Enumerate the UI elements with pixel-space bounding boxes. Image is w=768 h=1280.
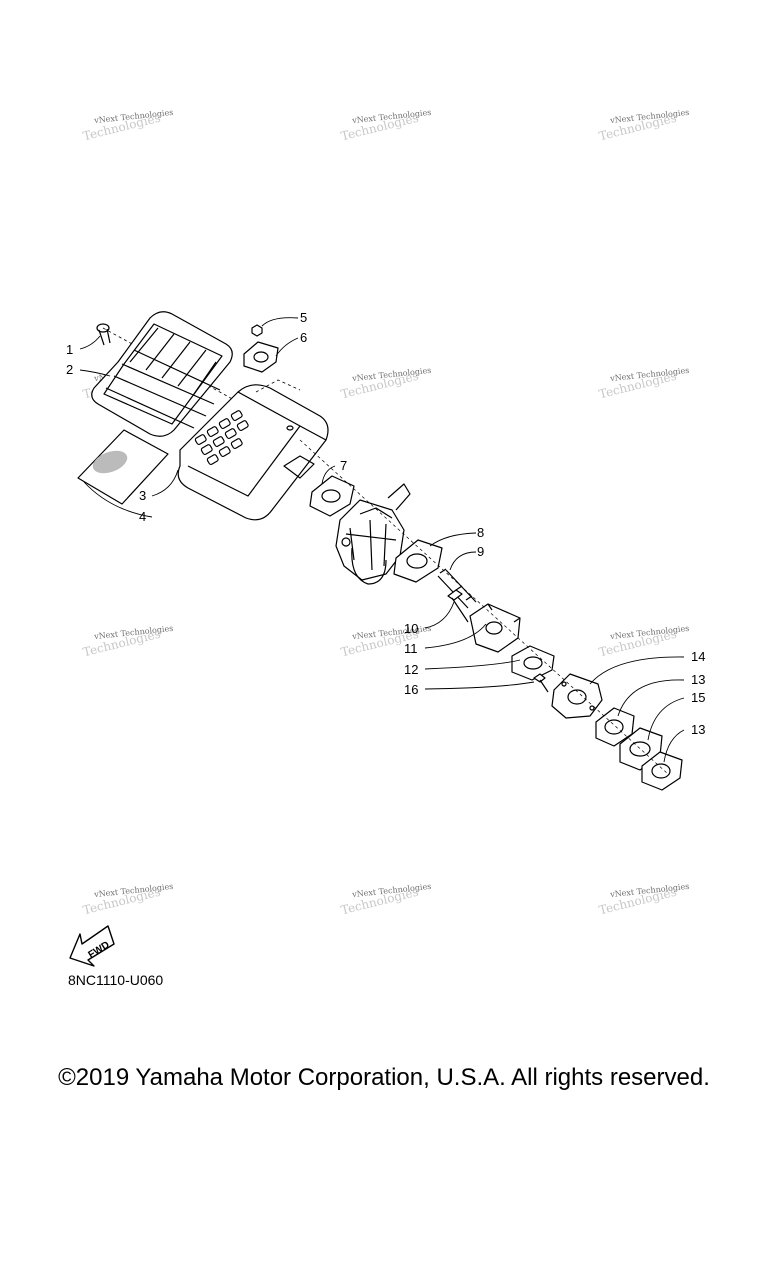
callout-label: 4 <box>139 509 146 524</box>
callout-label: 16 <box>404 682 418 697</box>
callout-label: 3 <box>139 488 146 503</box>
nut-part <box>251 324 263 337</box>
callout-label: 11 <box>404 641 418 656</box>
callout-label: 10 <box>404 621 418 636</box>
gasket-part-13-lower <box>641 751 683 791</box>
insulator-joint-part <box>469 603 521 653</box>
carburetor-part <box>335 483 411 585</box>
callout-label: 1 <box>66 342 73 357</box>
callout-label: 13 <box>691 672 705 687</box>
fwd-arrow-icon <box>69 925 115 967</box>
gasket-part-6 <box>243 341 279 373</box>
callout-label: 7 <box>340 458 347 473</box>
gasket-part-7 <box>309 475 355 517</box>
stud-bolt-part <box>437 568 477 609</box>
diagram-code: 8NC1110-U060 <box>68 972 164 988</box>
bolt-part-10 <box>447 589 469 623</box>
callout-label: 12 <box>404 662 418 677</box>
air-cleaner-cover-part <box>91 311 233 437</box>
air-cleaner-case-part <box>177 379 329 521</box>
intake-manifold-part <box>551 673 603 719</box>
callout-label: 8 <box>477 525 484 540</box>
leader-lines <box>79 317 685 763</box>
callout-label: 15 <box>691 690 705 705</box>
callout-label: 6 <box>300 330 307 345</box>
label-sticker-part <box>77 429 169 505</box>
gasket-part-12 <box>511 645 555 681</box>
callout-label: 14 <box>691 649 705 664</box>
bolt-part-16 <box>533 673 549 693</box>
copyright-notice: ©2019 Yamaha Motor Corporation, U.S.A. A… <box>58 1064 710 1091</box>
callout-label: 9 <box>477 544 484 559</box>
gasket-part-8 <box>393 539 443 583</box>
callout-label: 13 <box>691 722 705 737</box>
callout-label: 5 <box>300 310 307 325</box>
callout-label: 2 <box>66 362 73 377</box>
